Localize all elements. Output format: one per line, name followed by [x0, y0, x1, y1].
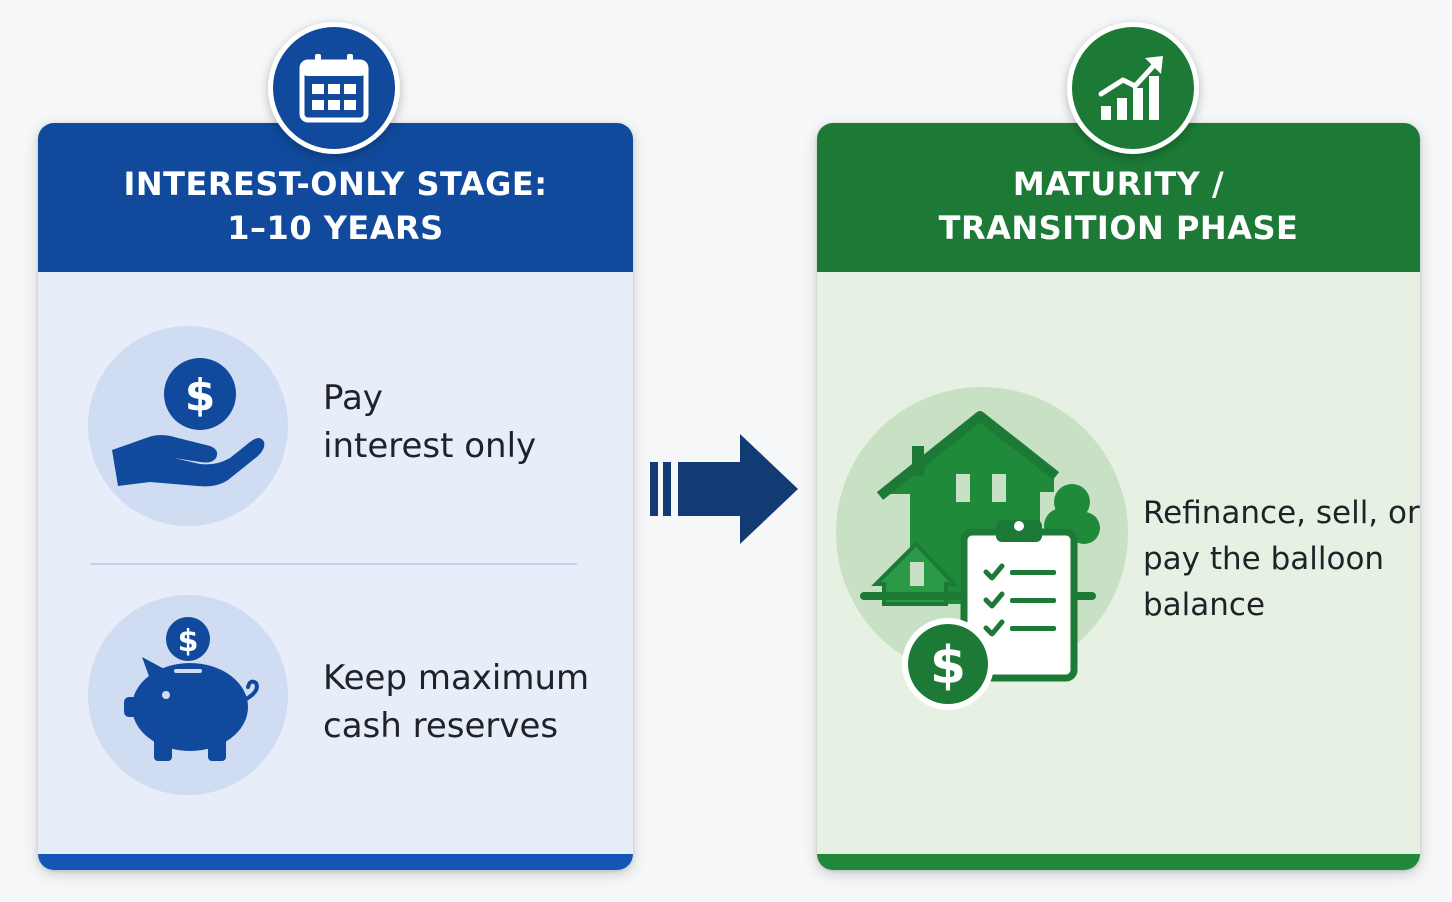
cash-reserves-line1: Keep maximum	[323, 658, 590, 698]
svg-text:$: $	[185, 370, 216, 421]
calendar-icon	[299, 54, 369, 123]
maturity-title-line1: MATURITY /	[1012, 165, 1225, 203]
balloon-line1: Refinance, sell, or	[1143, 495, 1420, 531]
pay-interest-line2: interest only	[323, 426, 537, 466]
svg-text:$: $	[178, 624, 199, 659]
hand-dollar-icon: $	[112, 358, 265, 487]
pay-interest-line1: Pay	[323, 378, 383, 418]
interest-only-title-line2: 1–10 YEARS	[227, 209, 444, 247]
maturity-title-line2: TRANSITION PHASE	[938, 209, 1299, 247]
svg-text:$: $	[930, 636, 966, 696]
growth-chart-badge	[1067, 22, 1199, 154]
interest-only-footer-bar	[38, 854, 633, 870]
growth-chart-icon	[1098, 56, 1163, 120]
cash-reserves-text: Keep maximum cash reserves	[323, 654, 589, 750]
interest-only-title-line1: INTEREST-ONLY STAGE:	[123, 165, 548, 203]
calendar-badge	[268, 22, 400, 154]
pay-interest-text: Pay interest only	[323, 374, 536, 470]
house-checklist-dollar-icon: $	[860, 411, 1100, 710]
item-divider	[90, 563, 577, 565]
piggy-bank-circle: $	[88, 595, 288, 795]
balloon-line3: balance	[1143, 587, 1266, 623]
balloon-line2: pay the balloon	[1143, 541, 1385, 577]
balloon-balance-text: Refinance, sell, or pay the balloon bala…	[1143, 490, 1420, 628]
hand-dollar-circle: $	[88, 326, 288, 526]
piggy-bank-icon: $	[124, 617, 259, 761]
maturity-footer-bar	[817, 854, 1420, 870]
cash-reserves-line2: cash reserves	[323, 706, 559, 746]
right-arrow-icon	[650, 434, 798, 544]
